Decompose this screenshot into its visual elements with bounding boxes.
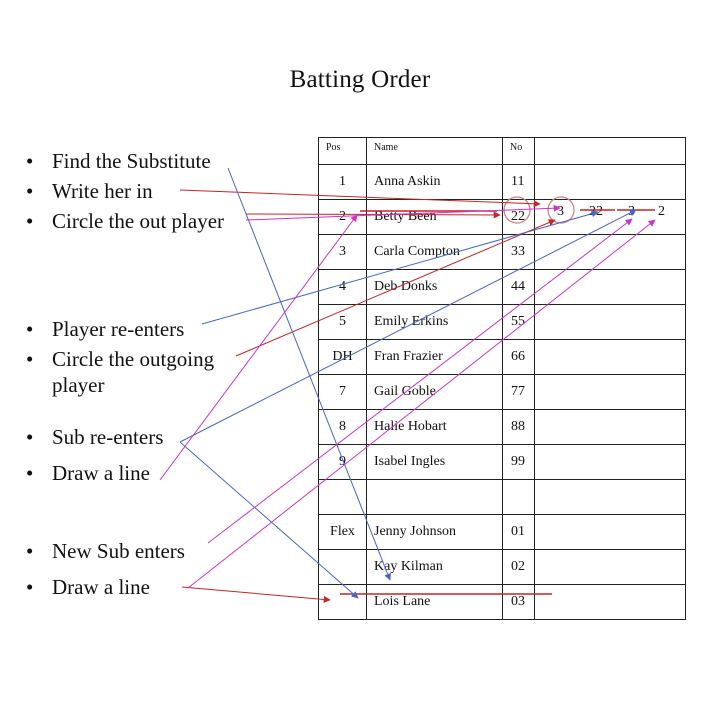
cell-name: Jenny Johnson — [366, 514, 503, 550]
bullet-circle-out-player: •Circle the out player — [26, 209, 225, 233]
cell-no: 88 — [502, 409, 535, 445]
bullet-text: Draw a line — [52, 575, 150, 599]
cell-pos: 8 — [318, 409, 367, 445]
bullet-text: New Sub enters — [52, 539, 185, 563]
cell-no: 99 — [502, 444, 535, 480]
bullet-text: Circle the out player — [52, 209, 225, 233]
bullet-write-her-in: •Write her in — [26, 179, 153, 203]
cell-pos: 9 — [318, 444, 367, 480]
cell-extra — [534, 584, 686, 620]
bullet-sub-reenters: •Sub re-enters — [26, 425, 164, 449]
cell-no: 77 — [502, 374, 535, 410]
cell-no: 66 — [502, 339, 535, 375]
cell-name: Carla Compton — [366, 234, 503, 270]
cell-extra — [534, 234, 686, 270]
cell-no: 11 — [502, 164, 535, 200]
cell-name: Anna Askin — [366, 164, 503, 200]
cell-extra — [534, 304, 686, 340]
cell-no: 33 — [502, 234, 535, 270]
cell-pos: Flex — [318, 514, 367, 550]
cell-extra — [534, 374, 686, 410]
bullet-draw-line-1: •Draw a line — [26, 461, 150, 485]
cell-name: Lois Lane — [366, 584, 503, 620]
cell-no — [502, 479, 535, 515]
cell-name: Halie Hobart — [366, 409, 503, 445]
bullet-text: Player re-enters — [52, 317, 185, 341]
cell-extra — [534, 164, 686, 200]
cell-no: 22 — [502, 199, 535, 235]
header-no: No — [502, 137, 535, 165]
bullet-text: Find the Substitute — [52, 149, 211, 173]
bullet-draw-line-2: •Draw a line — [26, 575, 150, 599]
cell-pos: 2 — [318, 199, 367, 235]
cell-extra — [534, 339, 686, 375]
cell-extra — [534, 514, 686, 550]
cell-name: Betty Been — [366, 199, 503, 235]
table-header-row: Pos Name No — [318, 137, 686, 165]
cell-extra — [534, 549, 686, 585]
cell-pos — [318, 549, 367, 585]
cell-pos — [318, 479, 367, 515]
cell-pos: 3 — [318, 234, 367, 270]
table-row — [318, 479, 686, 515]
cell-extra — [534, 409, 686, 445]
cell-no: 02 — [502, 549, 535, 585]
cell-name: Gail Goble — [366, 374, 503, 410]
cell-pos: 7 — [318, 374, 367, 410]
cell-no: 44 — [502, 269, 535, 305]
bullet-text: Draw a line — [52, 461, 150, 485]
cell-extra — [534, 269, 686, 305]
header-extra — [534, 137, 686, 165]
bullet-text: Write her in — [52, 179, 153, 203]
slide-title: Batting Order — [289, 66, 431, 93]
bullet-new-sub-enters: •New Sub enters — [26, 539, 185, 563]
bullet-find-substitute: •Find the Substitute — [26, 149, 211, 173]
cell-name: Isabel Ingles — [366, 444, 503, 480]
cell-pos: DH — [318, 339, 367, 375]
cell-extra — [534, 199, 686, 235]
cell-no: 01 — [502, 514, 535, 550]
cell-name: Emily Erkins — [366, 304, 503, 340]
cell-pos — [318, 584, 367, 620]
arrow-red — [181, 586, 331, 603]
header-pos: Pos — [318, 137, 367, 165]
header-name: Name — [366, 137, 503, 165]
bullet-text-continuation: player — [52, 373, 105, 397]
cell-pos: 1 — [318, 164, 367, 200]
cell-extra — [534, 479, 686, 515]
cell-no: 55 — [502, 304, 535, 340]
cell-pos: 4 — [318, 269, 367, 305]
cell-extra — [534, 444, 686, 480]
bullet-player-reenters: •Player re-enters — [26, 317, 185, 341]
cell-no: 03 — [502, 584, 535, 620]
bullet-text: Sub re-enters — [52, 425, 164, 449]
cell-name: Deb Donks — [366, 269, 503, 305]
cell-pos: 5 — [318, 304, 367, 340]
cell-name: Kay Kilman — [366, 549, 503, 585]
cell-name: Fran Frazier — [366, 339, 503, 375]
cell-name — [366, 479, 503, 515]
bullet-text: Circle the outgoing — [52, 347, 215, 371]
